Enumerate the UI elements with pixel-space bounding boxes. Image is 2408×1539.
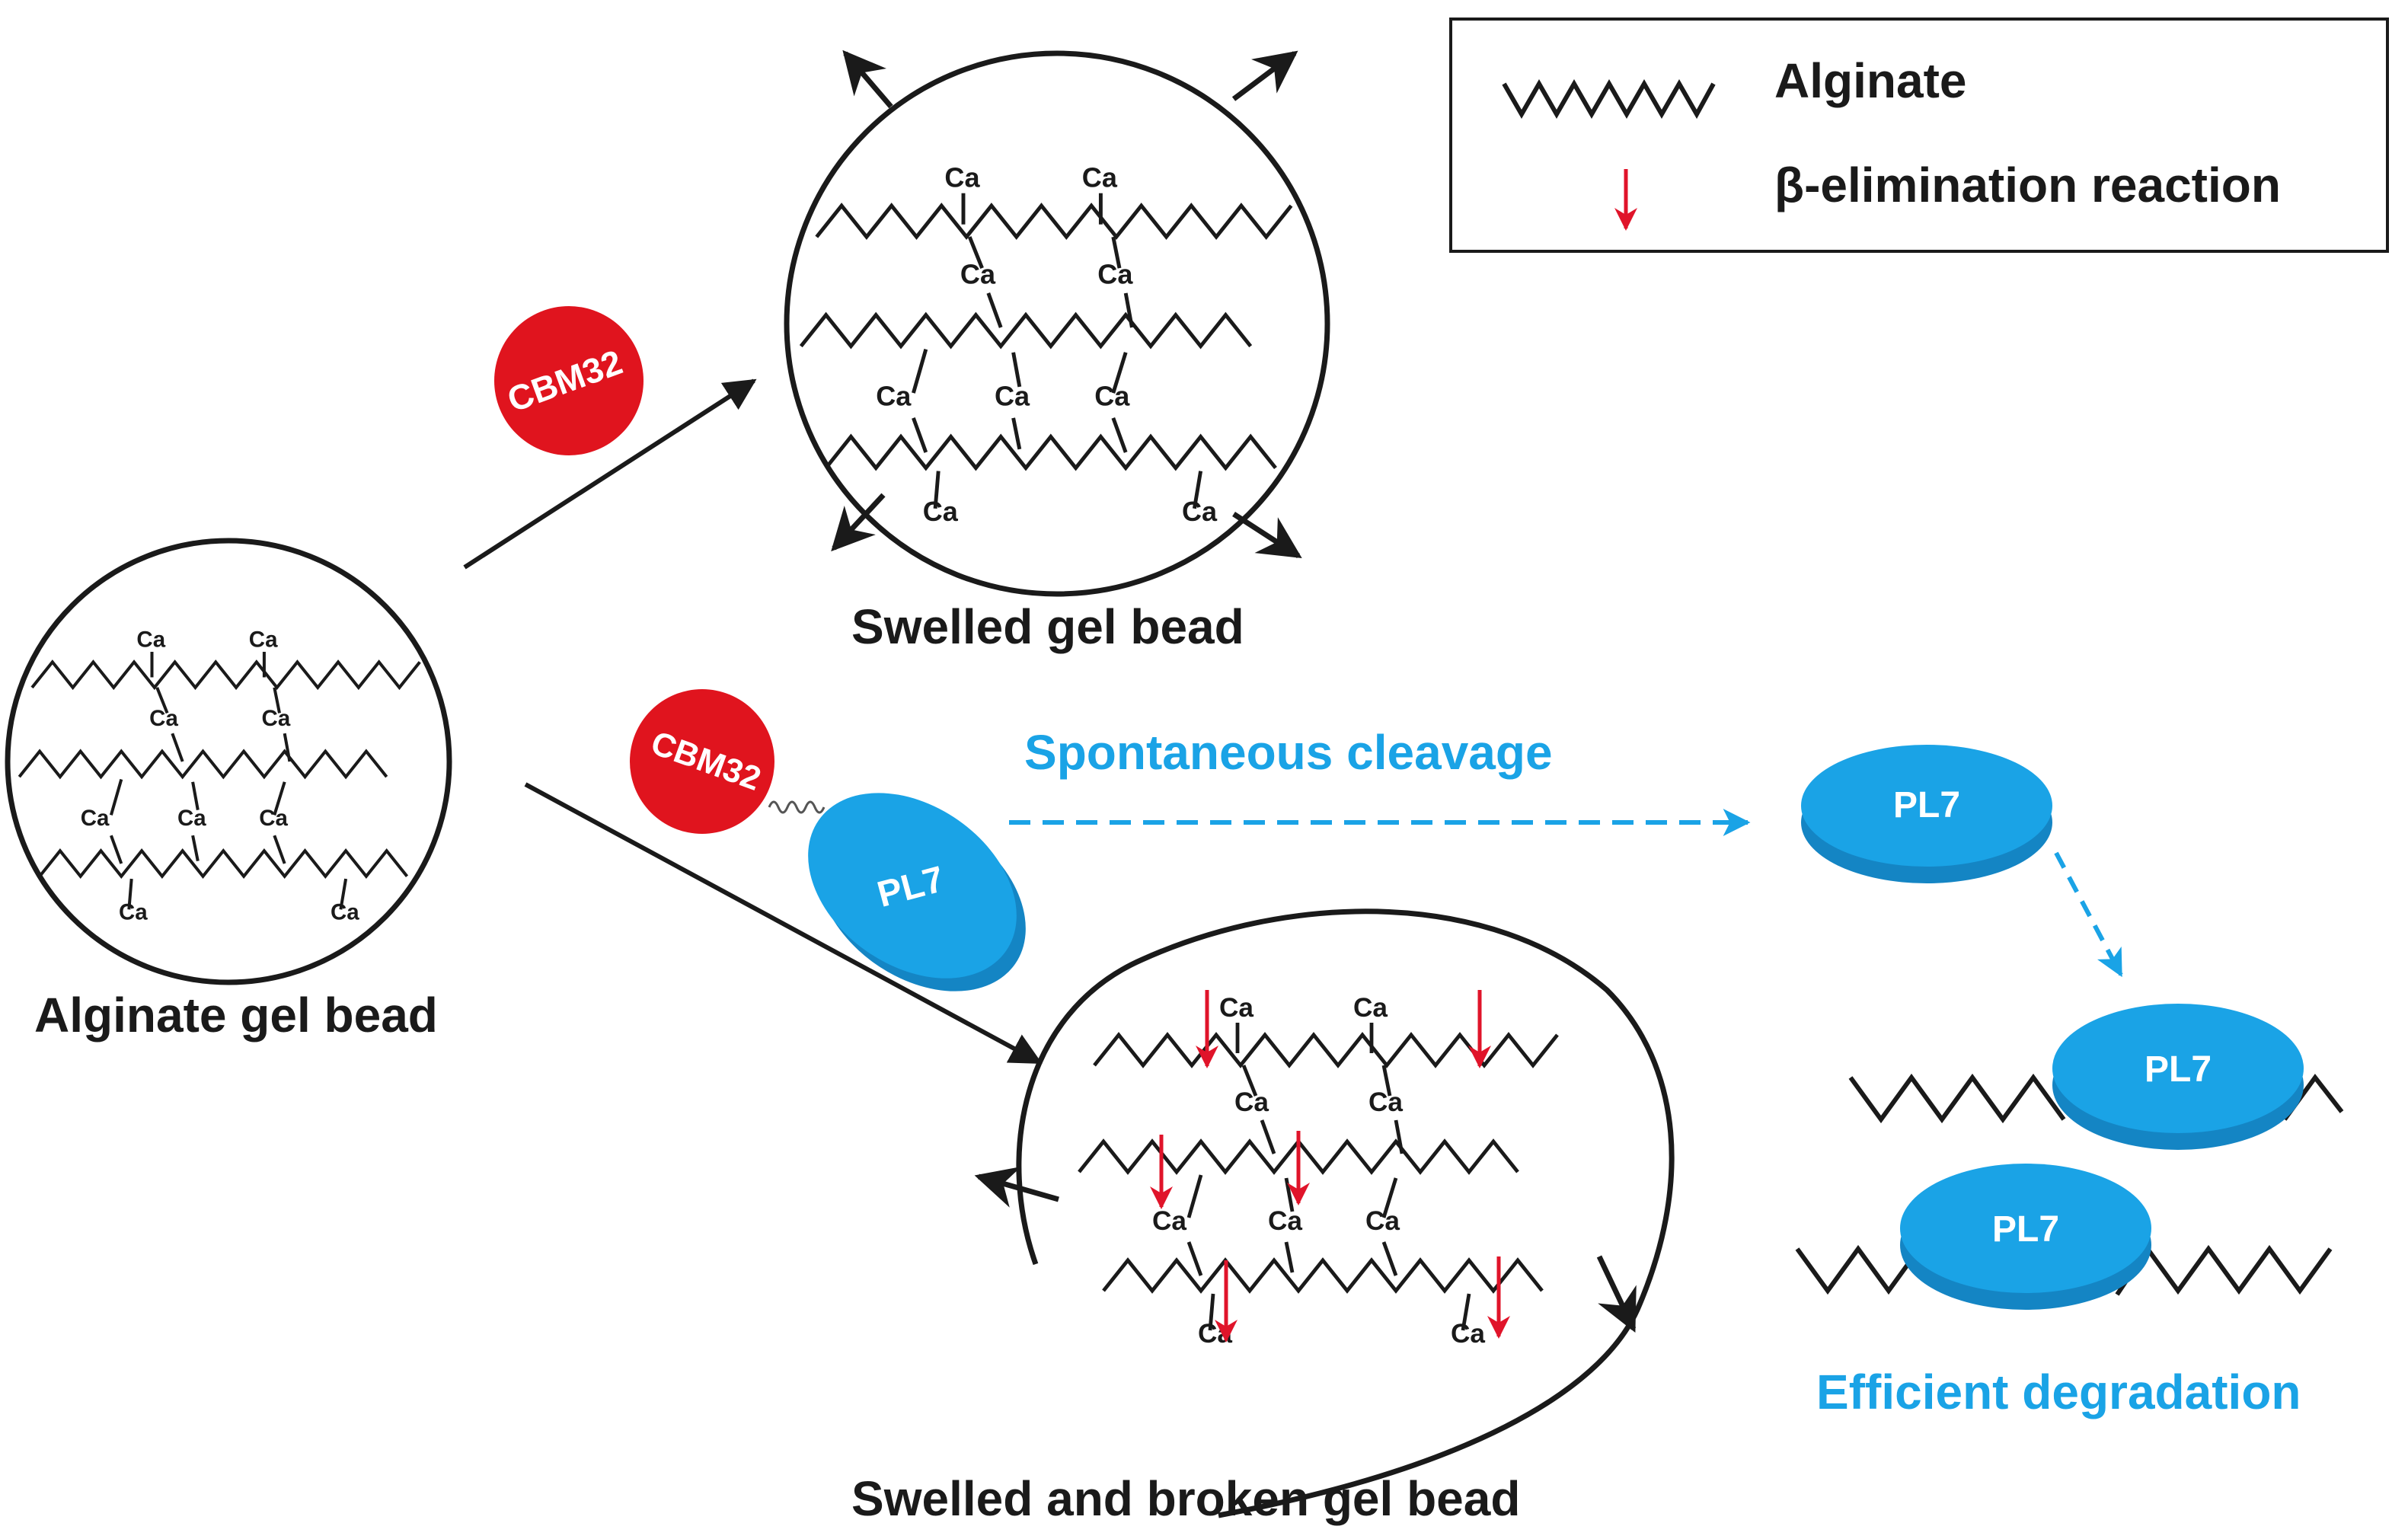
alginate-gel-bead: Alginate gel bead — [5, 538, 452, 1042]
rotation-arrow-top-right-icon — [1231, 50, 1298, 101]
cbm32-pl7-fusion-protein: PL7 CBM32 — [630, 689, 1026, 991]
broken-rotation-arrow-left-icon — [974, 1166, 1059, 1208]
pl7-on-alginate-chain-2: PL7 — [1795, 1164, 2333, 1310]
swelled-bead-circle — [784, 50, 1330, 597]
linker-spring-icon — [768, 800, 826, 814]
legend: Alginate β-elimination reaction — [1449, 18, 2389, 253]
beta-elimination-arrows — [1150, 990, 1510, 1343]
legend-box — [1449, 18, 2389, 253]
swelled-broken-gel-bead-label: Swelled and broken gel bead — [851, 1471, 1520, 1526]
svg-text:PL7: PL7 — [1893, 785, 1960, 825]
swelled-broken-gel-bead: Swelled and broken gel bead — [851, 908, 1675, 1526]
svg-text:PL7: PL7 — [1992, 1209, 2059, 1250]
broken-bead-outline — [1016, 908, 1675, 1518]
legend-alginate-zigzag-icon — [1502, 78, 1716, 120]
pl7-binding-dashed-arrow — [2054, 851, 2123, 978]
legend-beta-elimination-label: β-elimination reaction — [1774, 158, 2281, 212]
spontaneous-cleavage-label: Spontaneous cleavage — [1024, 725, 1553, 780]
swelled-gel-bead-label: Swelled gel bead — [851, 599, 1244, 654]
broken-rotation-arrow-right-icon — [1596, 1255, 1637, 1333]
alginate-bead-circle — [5, 538, 452, 985]
legend-alginate-label: Alginate — [1774, 53, 1966, 108]
pl7-on-alginate-chain-1: PL7 — [1848, 1004, 2344, 1150]
alginate-gel-bead-label: Alginate gel bead — [34, 988, 438, 1042]
arrow-to-broken-bead — [524, 782, 1043, 1065]
svg-text:PL7: PL7 — [2145, 1049, 2212, 1090]
cbm32-protein-top: CBM32 — [494, 306, 644, 455]
rotation-arrow-top-left-icon — [842, 49, 893, 109]
arrow-to-swelled-bead — [463, 378, 757, 570]
efficient-degradation-label: Efficient degradation — [1816, 1365, 2301, 1419]
rotation-arrow-bottom-right-icon — [1232, 512, 1302, 559]
free-pl7-protein: PL7 — [1801, 745, 2052, 883]
swelled-gel-bead: Swelled gel bead — [784, 49, 1330, 654]
rotation-arrow-bottom-left-icon — [831, 493, 886, 552]
